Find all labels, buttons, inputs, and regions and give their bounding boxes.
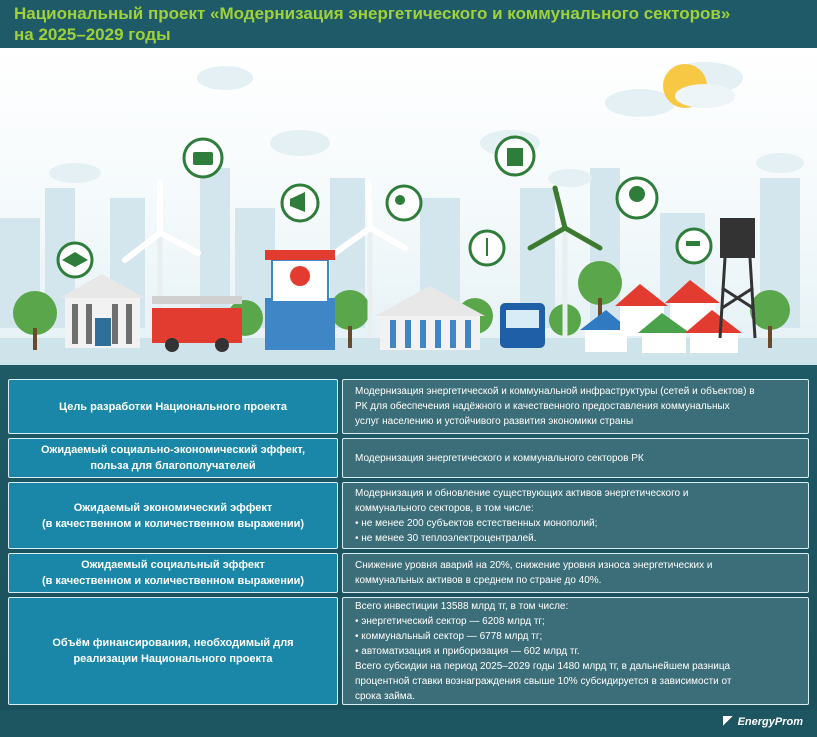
row-value: Модернизация энергетического и коммуналь… — [342, 438, 809, 478]
row-label: Ожидаемый социальный эффект (в качествен… — [8, 553, 338, 593]
header: Национальный проект «Модернизация энерге… — [0, 0, 817, 48]
table-row-social-effect: Ожидаемый социальный эффект (в качествен… — [8, 553, 809, 593]
table-row-economic-effect: Ожидаемый экономический эффект (в качест… — [8, 482, 809, 549]
city-illustration — [0, 48, 817, 365]
page-title-line-1: Национальный проект «Модернизация энерге… — [14, 4, 731, 23]
table-row-financing: Объём финансирования, необходимый для ре… — [8, 597, 809, 705]
row-label: Цель разработки Национального проекта — [8, 379, 338, 434]
footer: EnergyProm — [0, 710, 817, 737]
brand-logo: EnergyProm — [722, 716, 803, 728]
table-row-goal: Цель разработки Национального проекта Мо… — [8, 379, 809, 434]
row-value: Всего инвестиции 13588 млрд тг, в том чи… — [342, 597, 809, 705]
brand-mark-icon — [722, 716, 735, 726]
row-value: Модернизация и обновление существующих а… — [342, 482, 809, 549]
project-table: Цель разработки Национального проекта Мо… — [0, 365, 817, 710]
row-value: Модернизация энергетической и коммунальн… — [342, 379, 809, 434]
row-value: Снижение уровня аварий на 20%, снижение … — [342, 553, 809, 593]
row-label: Ожидаемый экономический эффект (в качест… — [8, 482, 338, 549]
page-title-line-2: на 2025–2029 годы — [14, 25, 171, 44]
row-label: Ожидаемый социально-экономический эффект… — [8, 438, 338, 478]
row-label: Объём финансирования, необходимый для ре… — [8, 597, 338, 705]
table-row-socio-economic-effect: Ожидаемый социально-экономический эффект… — [8, 438, 809, 478]
